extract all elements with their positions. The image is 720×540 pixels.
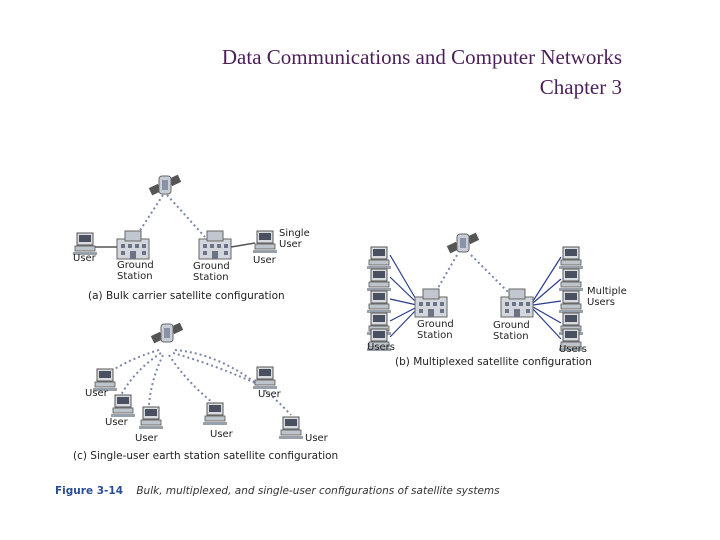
single-user-label-line-2: User: [279, 239, 302, 250]
users-label: Users: [367, 342, 396, 353]
user-label: User: [73, 253, 96, 264]
panel-c-drawing: [92, 322, 304, 440]
user-label: User: [305, 433, 328, 444]
user-label: User: [253, 255, 276, 266]
satellite-icon: [446, 232, 480, 254]
ground-station-label: Ground Station: [493, 320, 530, 342]
ground-station-label: Ground Station: [193, 261, 230, 283]
panel-a-drawing: [72, 174, 278, 260]
panel-c-caption: (c) Single-user earth station satellite …: [73, 450, 339, 462]
ground-station-label-line-1: Ground: [417, 319, 454, 330]
computer-icon: [558, 290, 584, 314]
computer-icon: [202, 402, 228, 426]
ground-station-icon: [198, 230, 232, 260]
figure-caption-text: Bulk, multiplexed, and single-user confi…: [136, 485, 500, 497]
ground-station-icon: [414, 288, 448, 318]
ground-station-label-line-2: Station: [193, 272, 229, 283]
multiple-users-label-line-2: Users: [587, 297, 616, 308]
user-label: User: [210, 429, 233, 440]
ground-station-label-line-1: Ground: [117, 260, 154, 271]
user-label: User: [258, 389, 281, 400]
panel-a-caption: (a) Bulk carrier satellite configuration: [88, 290, 285, 302]
ground-station-icon: [500, 288, 534, 318]
computer-icon: [278, 416, 304, 440]
computer-icon: [558, 268, 584, 292]
ground-station-label-line-2: Station: [493, 331, 529, 342]
multiple-users-label: Multiple Users: [587, 286, 627, 308]
users-label: Users: [559, 344, 588, 355]
computer-icon: [252, 230, 278, 254]
ground-station-label-line-1: Ground: [493, 320, 530, 331]
user-label: User: [105, 417, 128, 428]
satellite-icon: [148, 174, 182, 196]
slide-title: Data Communications and Computer Network…: [222, 42, 622, 102]
computer-icon: [110, 394, 136, 418]
computer-icon: [366, 246, 392, 270]
panel-b-caption: (b) Multiplexed satellite configuration: [395, 356, 592, 368]
ground-station-label-line-1: Ground: [193, 261, 230, 272]
figure-drawing: [72, 174, 584, 440]
ground-station-label: Ground Station: [117, 260, 154, 282]
ground-station-label: Ground Station: [417, 319, 454, 341]
single-user-label: Single User: [279, 228, 310, 250]
figure-number: Figure 3-14: [55, 485, 123, 497]
figure-caption: Figure 3-14 Bulk, multiplexed, and singl…: [55, 485, 500, 497]
ground-station-label-line-2: Station: [117, 271, 153, 282]
computer-icon: [252, 366, 278, 390]
user-label: User: [135, 433, 158, 444]
single-user-label-line-1: Single: [279, 228, 310, 239]
computer-icon: [72, 232, 98, 256]
title-line-1: Data Communications and Computer Network…: [221, 45, 622, 69]
user-label: User: [85, 388, 108, 399]
title-line-2: Chapter 3: [539, 75, 622, 99]
satellite-icon: [150, 322, 184, 344]
panel-b-drawing: [366, 232, 584, 352]
multiple-users-label-line-1: Multiple: [587, 286, 627, 297]
ground-station-label-line-2: Station: [417, 330, 453, 341]
computer-icon: [138, 406, 164, 430]
ground-station-icon: [116, 230, 150, 260]
computer-icon: [558, 246, 584, 270]
computer-icon: [366, 268, 392, 292]
computer-icon: [366, 290, 392, 314]
satellite-configurations-figure: User Ground Station Ground Station Singl…: [55, 155, 641, 505]
